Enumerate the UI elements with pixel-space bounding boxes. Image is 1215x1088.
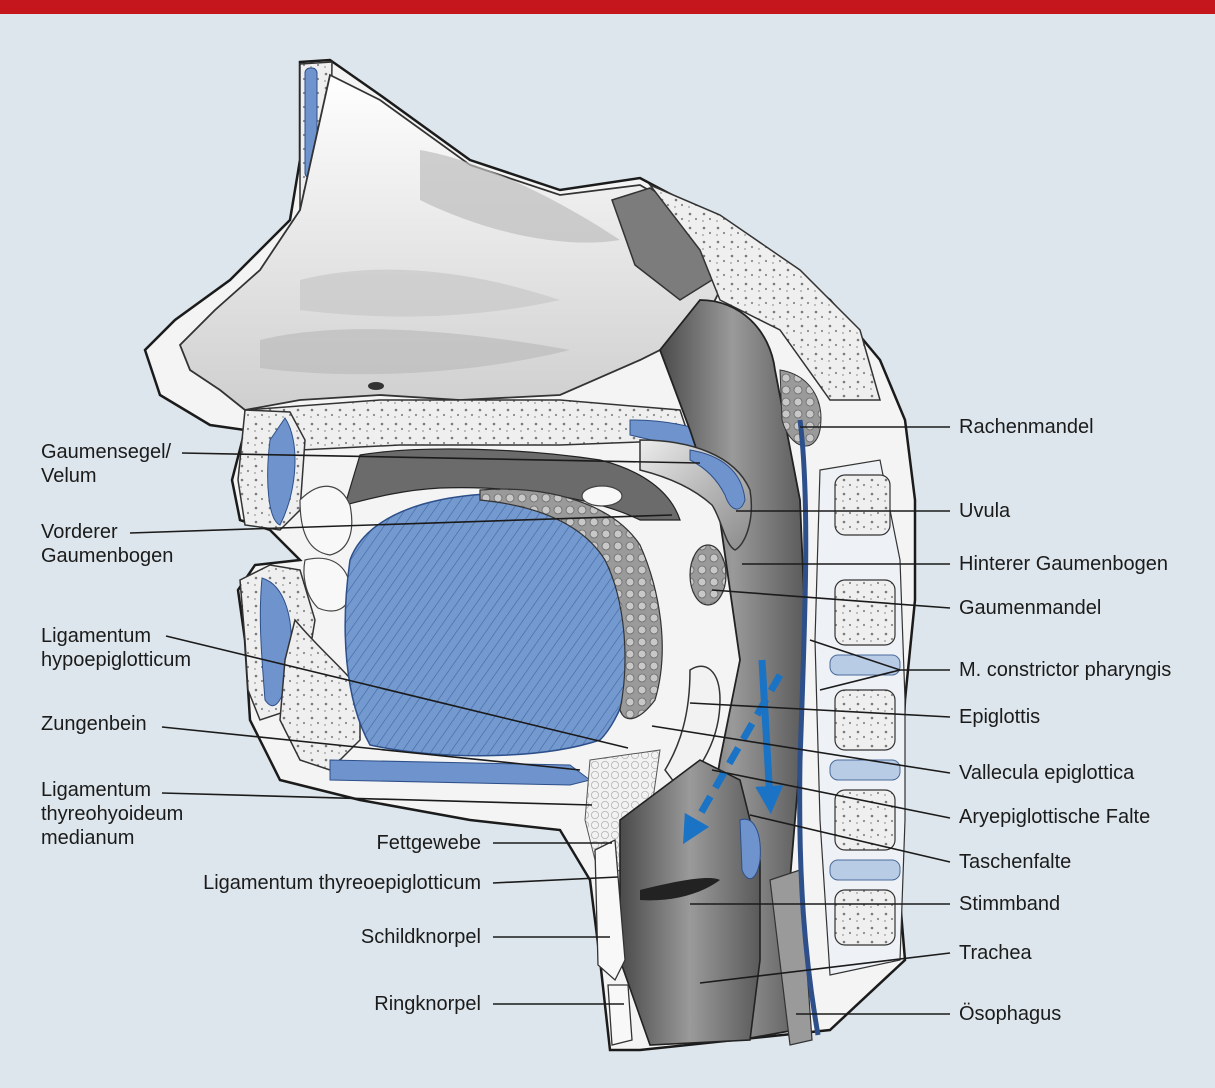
nasal-concha-middle [300, 269, 560, 317]
thyroid-cartilage [594, 838, 626, 982]
leader-taschenfalte [749, 814, 951, 863]
leader-vorderer-gaumenbogen [129, 514, 673, 534]
flow-arrow-dashed [683, 673, 784, 845]
label-rachenmandel: Rachenmandel [959, 416, 1094, 438]
label-ringknorpel: Ringknorpel [374, 993, 481, 1015]
label-stimmband: Stimmband [959, 893, 1061, 915]
intervertebral-disc-1 [829, 654, 901, 676]
label-aryepiglottische: Aryepiglottische Falte [959, 806, 1151, 828]
flow-arrow-solid [755, 659, 784, 814]
leader-zungenbein [161, 726, 581, 771]
leader-lig-thyreoepiglotticum [492, 876, 619, 884]
nasal-concha-lower [260, 329, 570, 375]
upper-teeth [299, 485, 353, 556]
hard-palate [243, 399, 692, 451]
leader-gaumenmandel [711, 589, 951, 609]
molar [581, 485, 623, 507]
label-hinterer-gaumenbogen: Hinterer Gaumenbogen [959, 553, 1169, 575]
vertebra-c1 [834, 474, 891, 536]
label-gaumenmandel: Gaumenmandel [959, 597, 1102, 619]
upper-lip-muscle [267, 417, 296, 526]
pharynx-airway [658, 299, 806, 1042]
label-lig-thyreoepiglotticum: Ligamentum thyreoepiglotticum [203, 872, 481, 894]
label-gaumensegel: Gaumensegel/ Velum [41, 441, 172, 487]
uvula-glands [689, 449, 746, 510]
vertebra-c4 [834, 789, 896, 851]
label-vorderer-gaumenbogen: Vorderer Gaumenbogen [41, 521, 174, 567]
leader-epiglottis [689, 702, 951, 718]
palatine-tonsil [689, 544, 727, 606]
leader-gaumensegel [181, 452, 701, 464]
label-taschenfalte: Taschenfalte [959, 851, 1072, 873]
leader-trachea [699, 952, 951, 984]
nasal-concha-upper [420, 150, 620, 243]
vertebra-c5 [834, 889, 896, 946]
constrictor-muscle [797, 419, 821, 1036]
leader-aryepiglottische [711, 769, 951, 819]
leader-lines [129, 426, 951, 1015]
accent-bar [0, 0, 1215, 14]
label-lig-thyreohyoideum: Ligamentum thyreohyoideum medianum [41, 779, 184, 849]
label-trachea: Trachea [959, 942, 1032, 964]
label-fettgewebe: Fettgewebe [376, 832, 481, 854]
intervertebral-disc-3 [829, 859, 901, 881]
leader-constrictor-b [819, 669, 901, 691]
lingual-tonsil [479, 488, 663, 720]
nasal-ostium [368, 382, 384, 390]
label-oesophagus: Ösophagus [959, 1003, 1062, 1025]
vertebra-c3 [834, 689, 896, 751]
lower-teeth [303, 557, 351, 612]
label-lig-hypoepiglotticum: Ligamentum hypoepiglotticum [41, 625, 192, 671]
label-constrictor: M. constrictor pharyngis [959, 659, 1172, 681]
arytenoid [739, 818, 761, 880]
larynx [619, 759, 761, 1046]
label-epiglottis: Epiglottis [959, 706, 1041, 728]
ventricle [640, 878, 720, 901]
leader-vallecula [651, 725, 951, 774]
cricoid-cartilage [607, 984, 633, 1046]
skull-base-bone [647, 183, 881, 401]
leader-lig-hypoepiglotticum [165, 635, 629, 749]
leader-lig-thyreohyoideum [161, 792, 593, 806]
vertebra-c2 [834, 579, 896, 646]
label-schildknorpel: Schildknorpel [360, 926, 481, 948]
label-uvula: Uvula [959, 500, 1011, 522]
label-zungenbein: Zungenbein [41, 713, 147, 735]
label-vallecula: Vallecula epiglottica [959, 762, 1135, 784]
